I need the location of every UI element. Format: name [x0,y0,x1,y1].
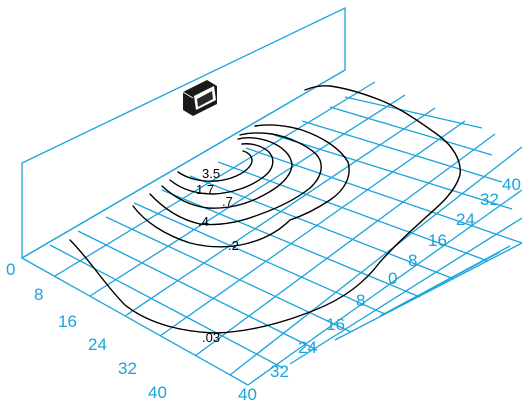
contour-label: 3.5 [202,166,220,181]
contour-17 [169,143,274,195]
axis-tick-label: 0 [388,269,397,288]
axis-tick-label: 16 [58,312,77,331]
axis-tick-label: 40 [238,385,257,404]
axis-tick-label: 16 [428,231,447,250]
contour-label: .7 [222,194,233,209]
contour-04 [149,132,322,226]
axis-tick-label: 32 [480,190,499,209]
contour-labels: .03 .2 .4 .7 1.7 3.5 [196,166,239,345]
axis-tick-label: 8 [34,285,43,304]
axis-tick-label: 16 [326,315,345,334]
luminaire-fixture-icon [182,80,217,116]
axis-tick-label: 24 [456,210,475,229]
axis-tick-label: 24 [298,338,317,357]
axis-tick-label: 24 [88,335,107,354]
contour-003 [69,85,461,334]
back-wall [21,6,346,260]
axis-tick-label: 40 [502,175,521,194]
axis-tick-label: 32 [118,359,137,378]
contour-02 [132,124,350,248]
contour-label: 1.7 [196,182,214,197]
contour-07 [161,136,293,209]
axis-tick-label: 32 [270,362,289,381]
contour-35 [177,150,253,182]
left-depth-axis: 0 8 16 24 32 40 [6,260,167,402]
axis-tick-label: 8 [356,291,365,310]
axis-tick-label: 8 [408,251,417,270]
front-axis-b: 8 16 24 32 40 [408,175,521,270]
illuminance-contours [69,85,461,334]
axis-tick-label: 40 [148,383,167,402]
front-axis-a: 0 8 16 24 32 40 [238,269,397,404]
contour-label: .4 [198,214,209,229]
contour-label: .03 [202,330,220,345]
axis-tick-label: 0 [6,260,15,279]
contour-label: .2 [228,238,239,253]
